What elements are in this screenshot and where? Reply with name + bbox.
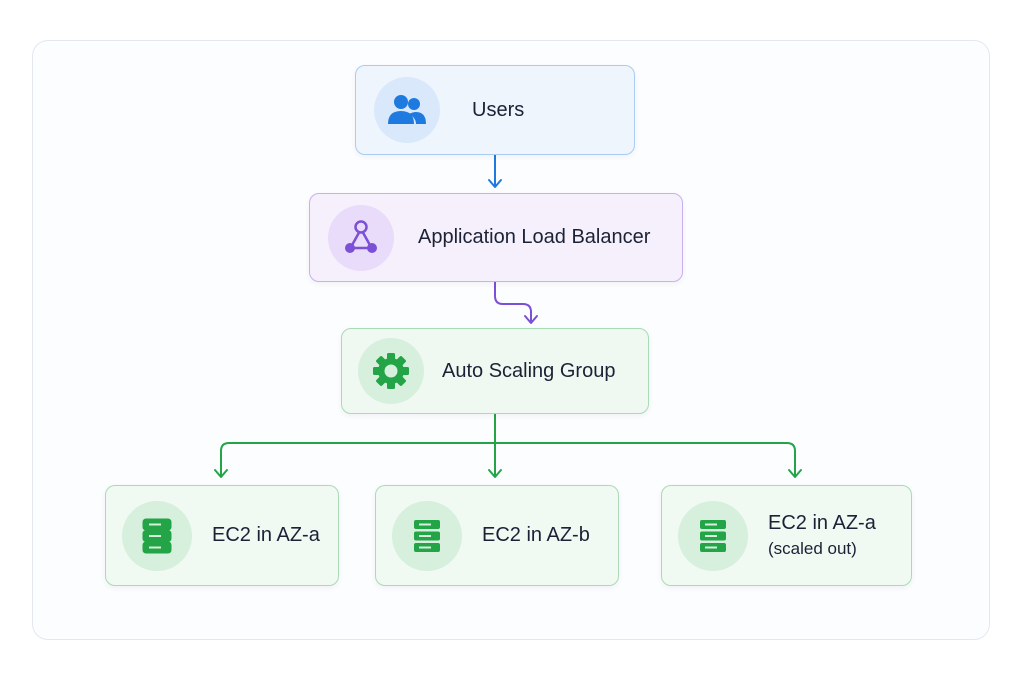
node-auto-scaling-group[interactable]: Auto Scaling Group [341, 328, 649, 414]
gear-icon [358, 338, 424, 404]
node-label: EC2 in AZ-a [768, 512, 876, 534]
node-load-balancer[interactable]: Application Load Balancer [309, 193, 683, 282]
node-label: Auto Scaling Group [442, 359, 616, 382]
load-balancer-icon [328, 204, 394, 271]
node-ec2-az-a-scaled-out[interactable]: EC2 in AZ-a (scaled out) [661, 485, 912, 586]
users-icon [374, 77, 440, 143]
node-ec2-az-a[interactable]: EC2 in AZ-a [105, 485, 339, 586]
server-icon [122, 500, 192, 571]
node-label: EC2 in AZ-b [482, 524, 590, 546]
node-label: EC2 in AZ-a [212, 524, 320, 546]
node-sublabel: (scaled out) [768, 539, 857, 558]
node-label: Application Load Balancer [418, 226, 651, 248]
server-icon [678, 500, 748, 571]
node-users[interactable]: Users [355, 65, 635, 155]
node-ec2-az-b[interactable]: EC2 in AZ-b [375, 485, 619, 586]
server-icon [392, 500, 462, 571]
node-label: Users [472, 98, 525, 121]
